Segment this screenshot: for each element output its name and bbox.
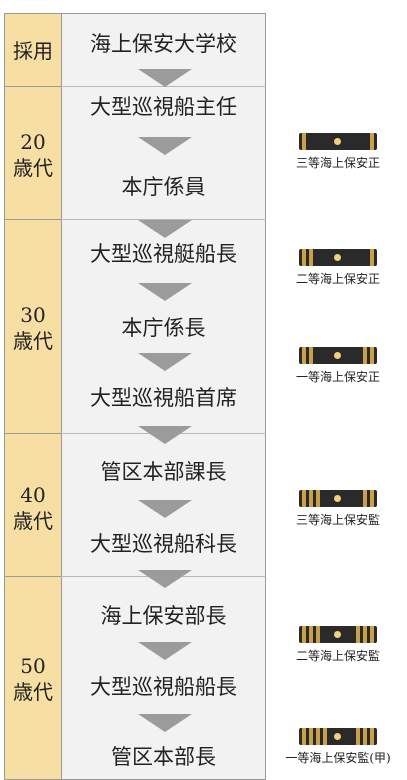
rank-insignia: 三等海上保安監 [270,490,406,528]
stripe [363,728,367,745]
down-arrow-icon [138,570,192,588]
age-label: 20 歳代 [13,130,53,180]
career-step: 大型巡視艇船長 [90,242,237,266]
shoulder-board-icon [299,626,377,643]
stripe [370,249,374,266]
stripe [363,490,367,507]
down-arrow-icon [138,500,192,518]
career-step: 大型巡視船首席 [90,386,237,410]
rank-insignia: 一等海上保安正 [270,347,406,385]
rank-label: 二等海上保安正 [295,272,380,286]
shoulder-board-icon [299,728,377,745]
shoulder-board-icon [299,347,377,364]
stripe [356,728,360,745]
stripe [370,728,374,745]
anchor-emblem-icon [334,138,341,145]
divider [61,219,266,220]
stripe [302,728,306,745]
down-arrow-icon [138,283,192,301]
down-arrow-icon [138,642,192,660]
stripe [356,626,360,643]
rank-label: 三等海上保安監 [295,513,380,527]
stripe [323,728,327,745]
age-group-20s: 20 歳代 [4,86,62,220]
rank-insignia: 一等海上保安監(甲) [270,728,406,766]
stripe [309,347,313,364]
stripe [302,249,306,266]
stripe [316,626,320,643]
anchor-emblem-icon [334,254,341,261]
down-arrow-icon [138,137,192,155]
rank-label: 二等海上保安監 [295,649,380,663]
shoulder-board-icon [299,490,377,507]
stripe [302,490,306,507]
down-arrow-icon [138,69,192,87]
down-arrow-icon [138,714,192,732]
stripe [309,728,313,745]
age-label: 40 歳代 [13,483,53,533]
stripe [370,490,374,507]
down-arrow-icon [138,353,192,371]
age-label: 50 歳代 [13,654,53,704]
stripe [370,133,374,150]
age-group-30s: 30 歳代 [4,219,62,434]
career-step: 海上保安部長 [100,604,227,628]
age-group-50s: 50 歳代 [4,576,62,780]
career-step: 本庁係員 [121,175,206,199]
stripe [309,249,313,266]
down-arrow-icon [138,220,192,238]
age-group-40s: 40 歳代 [4,433,62,577]
rank-insignia: 二等海上保安監 [270,626,406,664]
career-step: 大型巡視船科長 [90,532,237,556]
career-step: 本庁係長 [121,316,206,340]
stripe [316,490,320,507]
stripe [370,626,374,643]
age-group-hire: 採用 [4,13,62,87]
stripe [302,347,306,364]
career-step: 管区本部長 [111,745,216,769]
stripe [309,626,313,643]
age-label: 30 歳代 [13,303,53,353]
anchor-emblem-icon [334,631,341,638]
shoulder-board-icon [299,249,377,266]
rank-label: 一等海上保安正 [295,370,380,384]
stripe [370,347,374,364]
rank-insignia: 二等海上保安正 [270,249,406,287]
anchor-emblem-icon [334,733,341,740]
stripe [316,728,320,745]
age-label: 採用 [13,39,53,63]
anchor-emblem-icon [334,495,341,502]
career-step: 大型巡視船船長 [90,675,237,699]
anchor-emblem-icon [334,352,341,359]
rank-insignia: 三等海上保安正 [270,133,406,171]
down-arrow-icon [138,426,192,444]
rank-label: 一等海上保安監(甲) [285,751,391,765]
stripe [363,626,367,643]
stripe [302,133,306,150]
career-step: 海上保安大学校 [90,32,237,56]
rank-label: 三等海上保安正 [295,156,380,170]
stripe [302,626,306,643]
career-step: 大型巡視船主任 [90,95,237,119]
stripe [363,347,367,364]
stripe [309,490,313,507]
shoulder-board-icon [299,133,377,150]
career-step: 管区本部課長 [100,460,227,484]
